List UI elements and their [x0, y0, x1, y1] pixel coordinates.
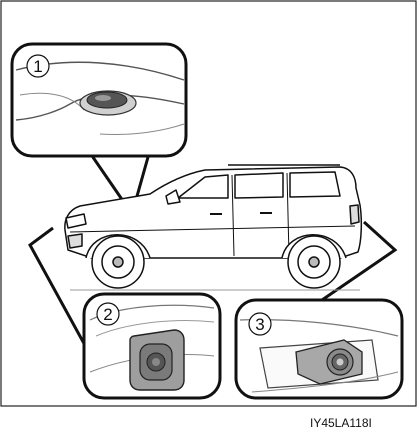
callout-number-1: 1 — [33, 57, 42, 76]
middle-window — [235, 173, 283, 198]
rear-wheel — [288, 236, 340, 288]
figure-code: IY45LA118I — [310, 414, 417, 432]
front-wheel — [92, 236, 144, 288]
rear-window — [290, 172, 340, 197]
callout-number-3: 3 — [255, 315, 264, 334]
inset-side-camera: 2 — [84, 294, 220, 398]
inset-rear-camera: 3 — [236, 300, 402, 398]
callout-number-2: 2 — [103, 305, 112, 324]
inset-front-camera: 1 — [12, 44, 186, 156]
